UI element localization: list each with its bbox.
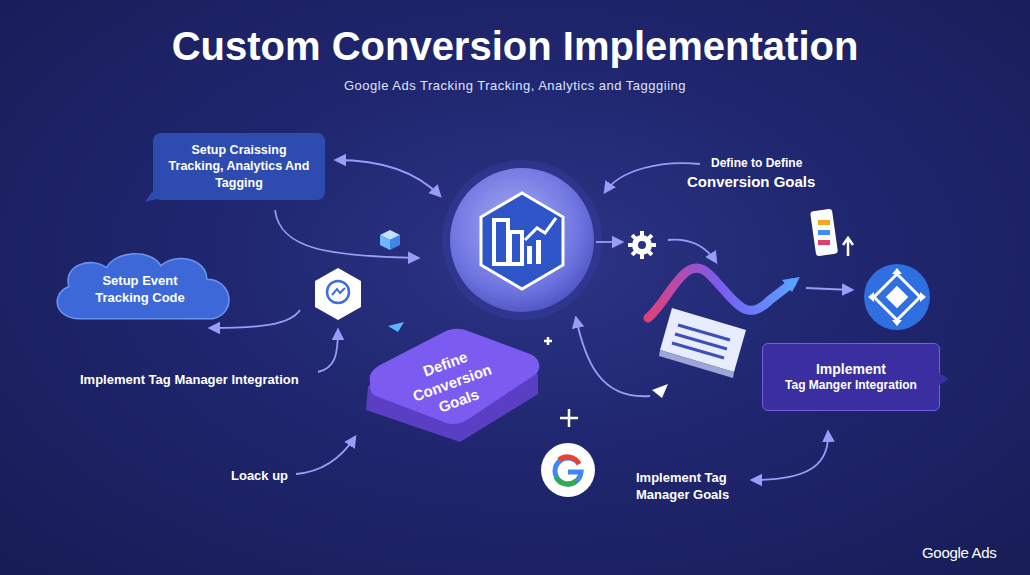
paper-icon [652, 384, 668, 398]
chat-icon [315, 268, 361, 320]
cloud-shape: Setup Event Tracking Code [48, 248, 236, 326]
watermark: Google Ads [922, 544, 997, 561]
callout-box: ImplementTag Manger Integration [762, 343, 940, 411]
document-card [659, 308, 746, 378]
diagram-title: Custom Conversion Implementation [0, 24, 1030, 69]
node-text: Implement [816, 360, 886, 378]
process-box: Setup Craissing Tracking, Analytics And … [153, 133, 325, 200]
goal-slab: Define Conversion Goals [352, 316, 552, 448]
gear-icon [628, 231, 656, 259]
step-label: Loack up [231, 468, 288, 483]
node-text: Setup Craissing Tracking, Analytics And … [163, 142, 315, 191]
report-icon [810, 209, 853, 257]
move-icon [864, 264, 930, 330]
step-label: Implement Tag Manager Goals [636, 470, 756, 504]
wave-ribbon [648, 268, 792, 318]
plus-sign [544, 337, 578, 427]
cube-icon [380, 230, 400, 250]
node-subtext: Tag Manger Integration [785, 378, 917, 394]
wave-arrowhead [782, 277, 800, 292]
goal-heading: Conversion Goals [687, 173, 815, 190]
node-text: Setup Event Tracking Code [78, 273, 202, 307]
diagram-caption: Google Ads Tracking Tracking, Analytics … [0, 78, 1030, 93]
leader-arrow [210, 160, 852, 480]
paper-icon [388, 322, 404, 332]
goal-subheading: Define to Define [711, 156, 802, 170]
google-logo [541, 443, 595, 497]
step-label: Implement Tag Manager Integration [80, 372, 299, 387]
central-hub [442, 160, 602, 320]
